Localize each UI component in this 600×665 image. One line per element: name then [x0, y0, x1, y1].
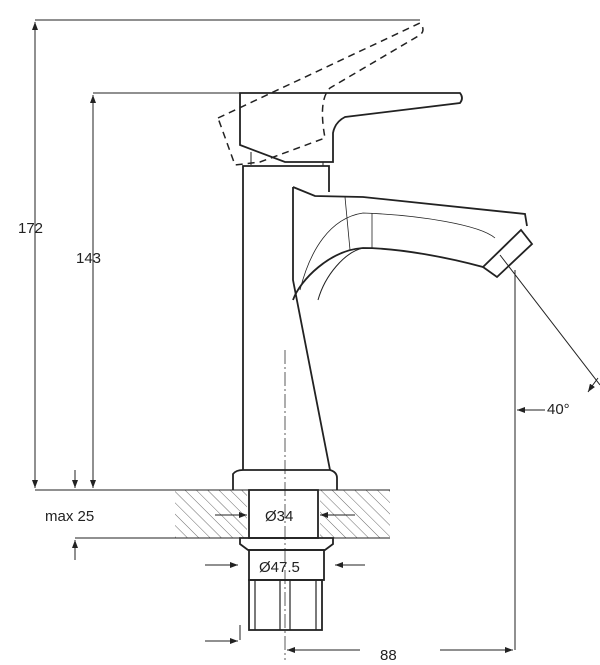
dimension-lines — [32, 19, 600, 653]
dim-angle: 40° — [547, 401, 570, 418]
dim-reach: 88 — [380, 647, 397, 664]
dim-max-thickness: max 25 — [45, 508, 94, 525]
dim-shank-diameter: Ø34 — [265, 508, 293, 525]
countertop-section — [35, 489, 390, 539]
dim-total-height: 172 — [18, 220, 43, 237]
dim-nut-diameter: Ø47.5 — [259, 559, 300, 576]
faucet-body — [232, 92, 534, 631]
dim-spout-height: 143 — [76, 250, 101, 267]
lever-raised-outline — [217, 22, 424, 166]
